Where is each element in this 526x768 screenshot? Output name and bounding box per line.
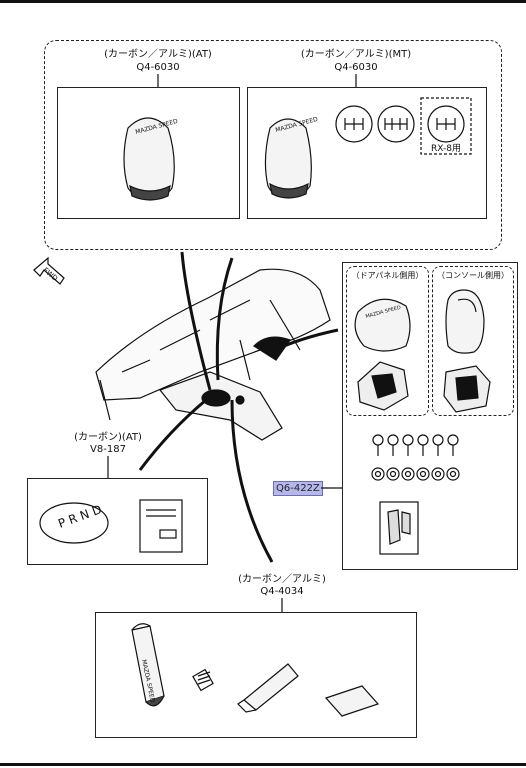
mt-knob-variant-label: (カーボン／アルミ)(MT) <box>300 49 412 60</box>
console-side-label: （コンソール側用） <box>437 271 509 280</box>
adhesive-tube-icon <box>237 663 299 713</box>
threaded-adapter-icon <box>192 668 214 692</box>
nut-set-icon <box>371 467 460 481</box>
mt-shift-knob-icon: MAZDA SPEED <box>264 116 319 199</box>
instruction-sheet-icon <box>139 499 183 553</box>
door-panel-side-group <box>346 266 429 416</box>
door-side-knob-icon: MAZDA SPEED <box>354 298 411 352</box>
door-panel-side-label: （ドアパネル側用） <box>351 271 424 280</box>
console-side-group <box>432 266 514 416</box>
indicator-part-number[interactable]: V8-187 <box>90 444 126 455</box>
console-side-base-icon <box>443 365 491 413</box>
bottom-rule <box>0 763 526 766</box>
indicator-panel <box>27 478 208 565</box>
door-side-cover-icon <box>357 361 409 411</box>
adhesive-pad-icon <box>379 501 419 555</box>
cleaning-pad-icon <box>324 685 380 717</box>
indicator-variant-label: (カーボン)(AT) <box>74 432 142 443</box>
rx8-label: RX-8用 <box>431 143 461 154</box>
bottom-variant-label: (カーボン／アルミ) <box>238 574 326 585</box>
shift-knob-group <box>44 40 502 250</box>
shift-pattern-5speed-icon <box>335 105 373 143</box>
svg-text:P R N D: P R N D <box>56 502 103 531</box>
carbon-handle-sleeve-icon: MAZDA SPEED <box>131 623 165 707</box>
at-knob-variant-label: (カーボン／アルミ)(AT) <box>104 49 212 60</box>
bottom-part-number[interactable]: Q4-4034 <box>260 586 304 597</box>
mt-knob-part-number[interactable]: Q4-6030 <box>334 62 378 73</box>
screw-set-icon <box>372 434 459 456</box>
at-knob-part-number[interactable]: Q4-6030 <box>136 62 180 73</box>
dashboard-interior-sketch <box>95 268 331 441</box>
at-shift-knob-icon: MAZDA SPEED <box>123 117 179 201</box>
console-side-knob-icon <box>445 289 485 354</box>
fwd-arrow-icon <box>33 256 65 285</box>
top-rule <box>0 0 526 3</box>
shift-pattern-rx8-icon <box>420 97 472 155</box>
shift-pattern-6speed-icon <box>377 105 415 143</box>
shift-indicator-plate-icon: P R N D <box>39 502 109 544</box>
